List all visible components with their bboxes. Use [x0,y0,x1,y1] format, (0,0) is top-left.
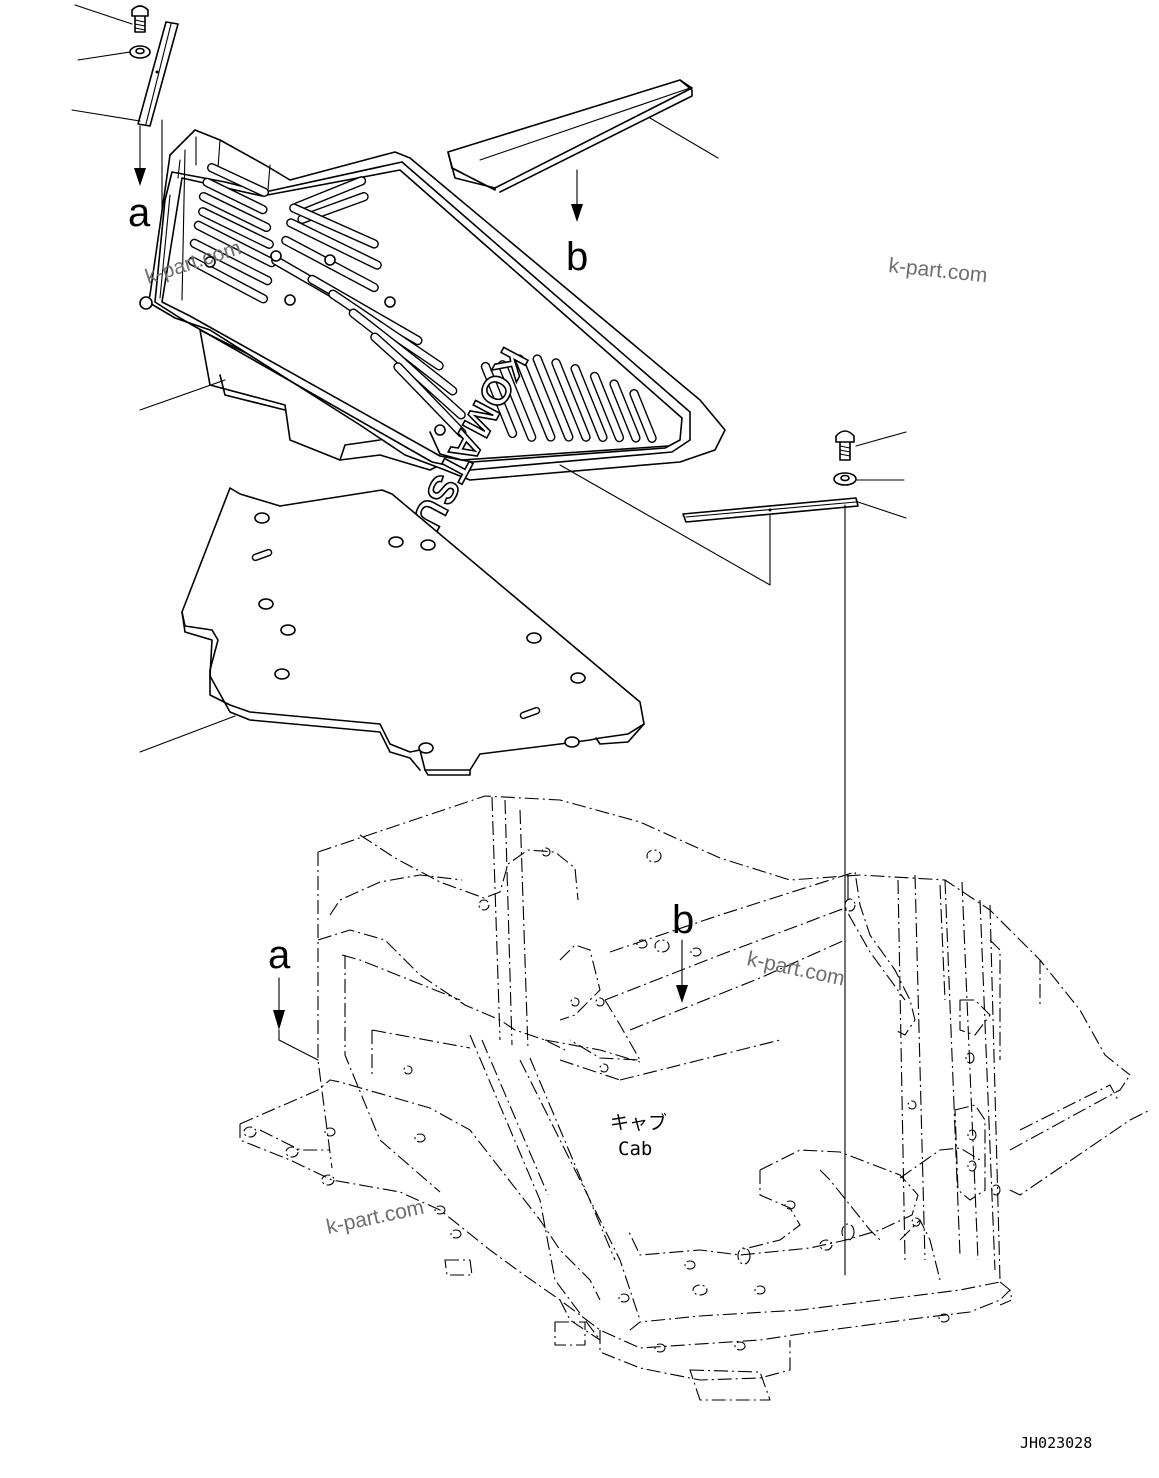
cushion-piece [447,79,719,222]
bolt-top-left [131,5,149,33]
cab-label-japanese: キャブ [610,1111,667,1134]
washer-right [833,472,905,486]
under-plate [139,487,645,776]
arrow-a-cab [273,977,319,1061]
watermark-2: k-part.com [887,254,988,287]
bolt-right [835,430,907,461]
callout-label-a: a [128,191,151,235]
callout-label-b: b [566,235,588,279]
washer-top-left [129,45,151,59]
watermark-4: k-part.com [324,1196,426,1239]
leader-lines-top-left [71,4,163,291]
mounting-strip-left [137,21,179,127]
cab-callout-label-b: b [672,898,694,942]
arrow-b-cab [676,939,688,1003]
cab-frame-holes [243,847,1001,1353]
drawing-code: JH023028 [1020,1434,1092,1452]
cab-label-english: Cab [618,1138,652,1160]
cab-callout-label-a: a [268,933,291,977]
watermark-3: k-part.com [745,947,847,990]
floor-mat: KOMATSU [139,129,726,538]
cab-frame [239,795,1151,1401]
mounting-strip-right [559,464,907,1276]
